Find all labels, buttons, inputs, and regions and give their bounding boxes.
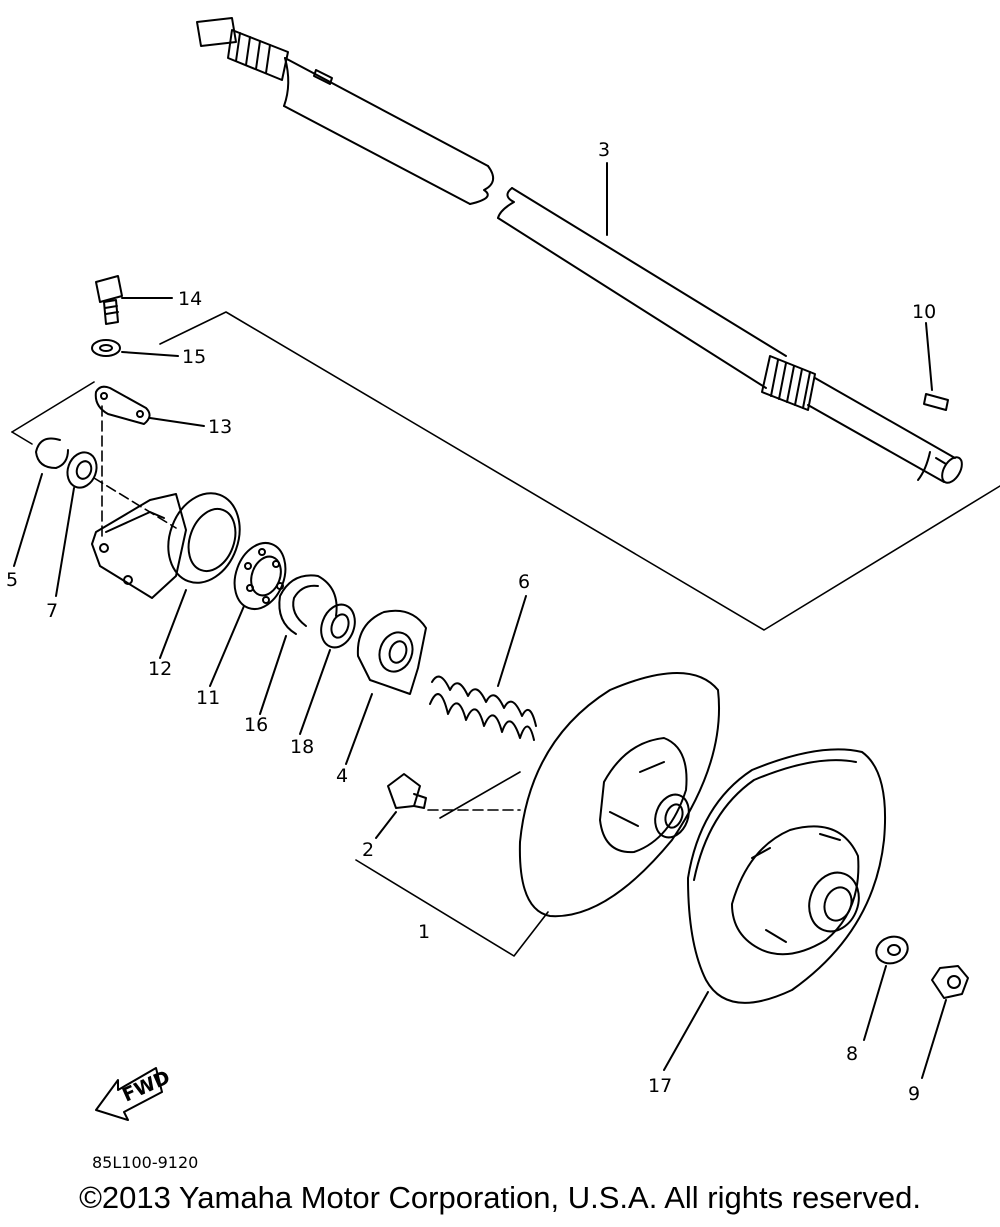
- flat-washer: [863, 935, 909, 1041]
- callout-15: 15: [182, 346, 206, 368]
- callout-3: 3: [598, 139, 610, 161]
- callout-4: 4: [336, 765, 348, 787]
- slider: [375, 773, 427, 839]
- callout-11: 11: [196, 687, 220, 709]
- secondary-shaft: [196, 17, 963, 484]
- torque-cam: [345, 609, 427, 765]
- fwd-arrow-icon: [95, 1067, 163, 1121]
- spring: [429, 595, 537, 741]
- hex-nut: [921, 965, 969, 1079]
- callout-numbers: 3 10 14 15 13 5 7 12 11 16 18 4 6 2 1 17…: [6, 139, 936, 1105]
- callout-9: 9: [908, 1083, 920, 1105]
- callout-13: 13: [208, 416, 232, 438]
- callout-16: 16: [244, 714, 268, 736]
- retainer-plate: [94, 385, 205, 427]
- callout-1: 1: [418, 921, 430, 943]
- callout-8: 8: [846, 1043, 858, 1065]
- callout-10: 10: [912, 301, 936, 323]
- bolt: [95, 275, 173, 325]
- diagram-code: 85L100-9120: [92, 1153, 198, 1172]
- callout-12: 12: [148, 658, 172, 680]
- collar: [299, 603, 356, 735]
- bearing-circlip: [259, 574, 338, 715]
- callout-18: 18: [290, 736, 314, 758]
- copyright-notice: ©2013 Yamaha Motor Corporation, U.S.A. A…: [79, 1180, 921, 1215]
- movable-sheave: [663, 748, 887, 1071]
- assembly-bracket-lines: [11, 311, 1000, 957]
- lock-washer: [91, 339, 179, 357]
- callout-6: 6: [518, 571, 530, 593]
- callout-17: 17: [648, 1075, 672, 1097]
- circlip: [13, 437, 69, 567]
- callout-14: 14: [178, 288, 202, 310]
- oil-seal: [55, 451, 98, 597]
- callout-5: 5: [6, 569, 18, 591]
- woodruff-key: [923, 322, 949, 411]
- bearing-housing: [91, 492, 241, 659]
- ball-bearing: [209, 542, 287, 687]
- callout-2: 2: [362, 839, 374, 861]
- fixed-sheave: [518, 672, 720, 918]
- callout-7: 7: [46, 600, 58, 622]
